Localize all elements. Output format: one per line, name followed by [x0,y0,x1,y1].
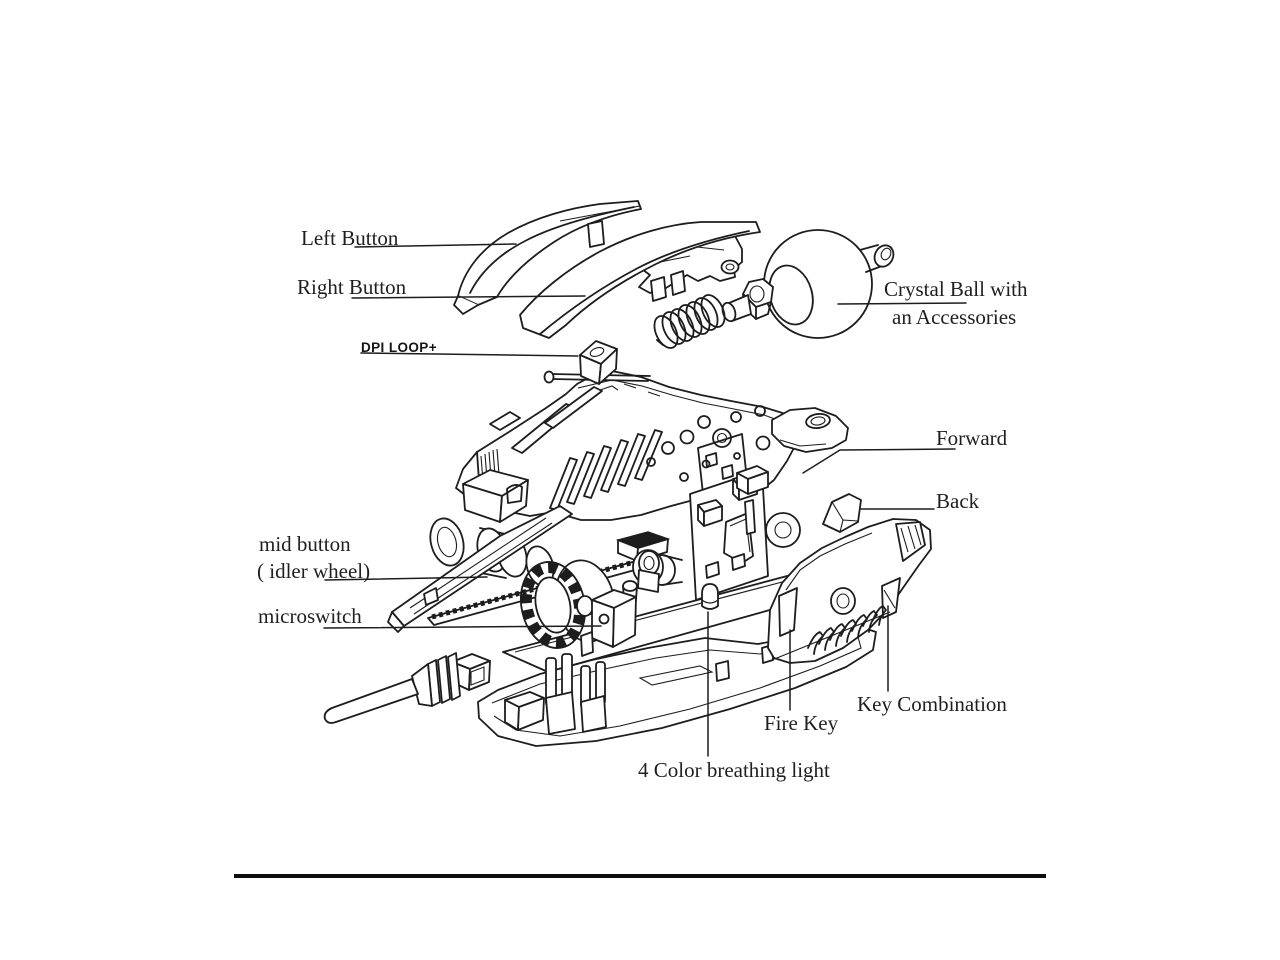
label-mid-button-2: ( idler wheel) [257,559,371,583]
usb-connector [412,653,490,706]
label-forward: Forward [936,426,1008,450]
led-dome [702,584,718,609]
label-key-combination: Key Combination [857,692,1007,716]
leader-lines [324,244,966,756]
label-crystal-ball-2: an Accessories [892,305,1017,329]
label-crystal-ball-1: Crystal Ball with [884,277,1028,301]
left-button-shell [454,201,641,314]
microswitch-block [581,590,636,656]
side-panel [768,519,931,663]
label-fire-key: Fire Key [764,711,839,735]
bottom-divider-line [234,874,1046,878]
label-back: Back [936,489,980,513]
label-left-button: Left Button [301,226,399,250]
wheel-holder-frame [388,506,572,632]
label-mid-button-1: mid button [259,532,351,556]
label-right-button: Right Button [297,275,407,299]
fork-post [581,662,606,732]
scroll-wheel [513,555,622,654]
right-button-shell [520,222,760,338]
roller-bracket [638,551,659,592]
label-breathing-light: 4 Color breathing light [638,758,830,782]
label-dpi-loop: DPI LOOP+ [361,340,437,355]
label-microswitch: microswitch [258,604,362,628]
sensor-bracket [737,466,800,547]
back-button [823,494,861,532]
fork-post [546,654,575,734]
plunger-screw [720,295,751,323]
crystal-ball [763,230,897,338]
usb-cable [325,679,418,723]
dpi-switch [580,341,617,384]
forward-arm [772,408,848,452]
spring [650,291,729,351]
